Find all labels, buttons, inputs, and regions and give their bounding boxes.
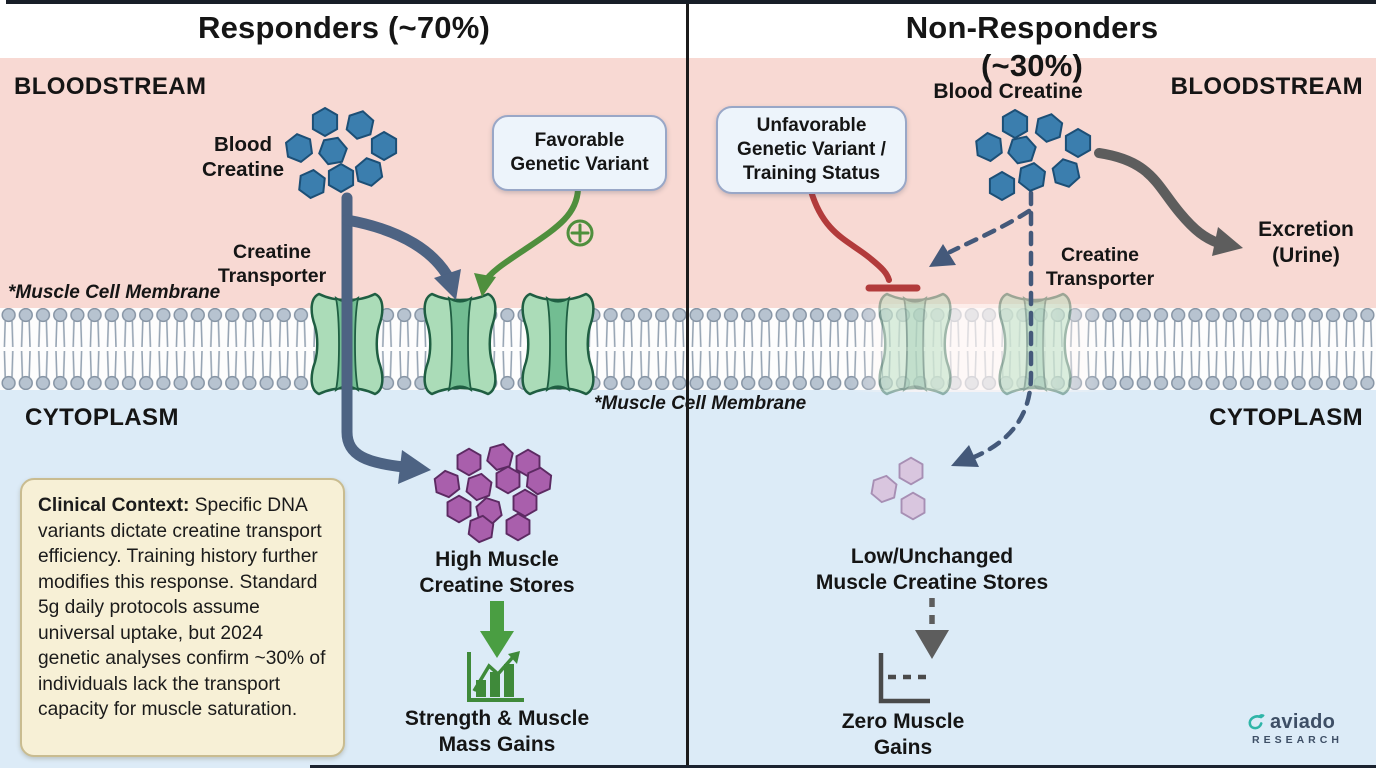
growth-chart-icon — [467, 651, 524, 702]
membrane-note-right: *Muscle Cell Membrane — [594, 393, 807, 414]
uptake-arrowheads — [398, 269, 461, 484]
impaired-uptake-arrows — [947, 190, 1034, 461]
transporter-label-right: Creatine Transporter — [1045, 244, 1155, 291]
panel-divider-line — [686, 0, 689, 768]
membrane-note-left: *Muscle Cell Membrane — [8, 282, 221, 303]
aviado-logo-icon — [1248, 714, 1265, 730]
zero-gains-label: Zero Muscle Gains — [841, 710, 965, 760]
creatine-transporters-active — [310, 292, 595, 396]
cytoplasm-label-right: CYTOPLASM — [1209, 404, 1363, 431]
clinical-context-body: Specific DNA variants dictate creatine t… — [38, 495, 326, 721]
muscle-creatine-cluster — [432, 440, 553, 545]
bloodstream-label-right: BLOODSTREAM — [1170, 73, 1363, 100]
bloodstream-label-left: BLOODSTREAM — [14, 73, 207, 100]
excretion-arrowhead — [1212, 227, 1243, 256]
blood-creatine-label-left: Blood Creatine — [201, 133, 285, 182]
logo-subtitle-text: RESEARCH — [1252, 734, 1343, 746]
right-panel-title: Non-Responders (~30%) — [905, 10, 1159, 84]
clinical-context-box: Clinical Context: Specific DNA variants … — [20, 478, 345, 757]
favorable-arrowhead — [474, 273, 496, 297]
low-stores-label: Low/Unchanged Muscle Creatine Stores — [815, 545, 1049, 595]
top-border-line — [6, 0, 1376, 4]
gains-label: Strength & Muscle Mass Gains — [404, 707, 590, 757]
aviado-research-logo: aviado RESEARCH — [1244, 710, 1343, 746]
uptake-arrow-main — [341, 192, 457, 473]
blood-creatine-cluster-left — [284, 107, 398, 201]
gain-arrow-down — [480, 601, 514, 658]
low-creatine-cluster — [869, 456, 926, 521]
impaired-uptake-arrowheads — [929, 244, 979, 467]
favorable-variant-box: Favorable Genetic Variant — [492, 115, 667, 191]
clinical-context-heading: Clinical Context: — [38, 495, 190, 516]
unfavorable-variant-box: Unfavorable Genetic Variant / Training S… — [716, 106, 907, 194]
high-stores-label: High Muscle Creatine Stores — [419, 548, 575, 598]
excretion-arrow — [1094, 148, 1223, 248]
no-gain-arrow-down — [915, 598, 949, 659]
blood-creatine-cluster-right — [974, 109, 1092, 201]
flat-chart-icon — [878, 653, 930, 704]
inhibition-icon — [808, 188, 921, 292]
favorable-variant-arrow — [481, 186, 581, 286]
cytoplasm-label-left: CYTOPLASM — [25, 404, 179, 431]
left-panel-title: Responders (~70%) — [198, 10, 490, 45]
plus-circle-icon — [566, 219, 594, 247]
logo-brand-text: aviado — [1270, 710, 1336, 733]
blood-creatine-label-right: Blood Creatine — [933, 80, 1083, 103]
bottom-border-line — [310, 765, 1376, 768]
excretion-label: Excretion (Urine) — [1258, 218, 1354, 268]
transporter-label-left: Creatine Transporter — [217, 241, 327, 288]
